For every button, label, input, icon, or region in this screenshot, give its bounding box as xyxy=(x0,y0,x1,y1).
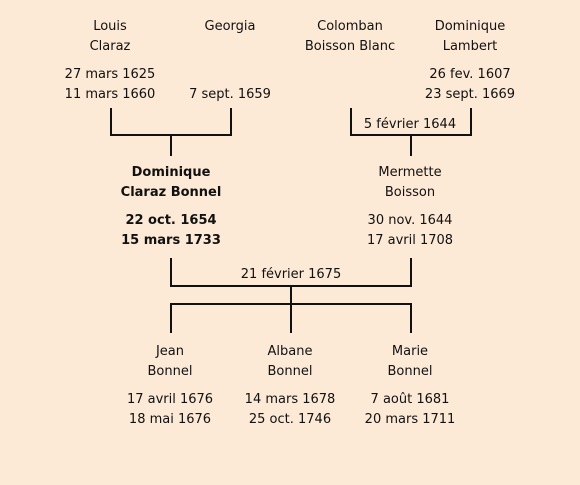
person-birth xyxy=(155,65,305,85)
connector-line xyxy=(290,303,292,333)
connector-line xyxy=(350,108,352,136)
marriage-date: 5 février 1644 xyxy=(363,117,457,132)
person-death: 20 mars 1711 xyxy=(364,412,456,427)
person-last-name: Lambert xyxy=(442,39,498,54)
connector-line xyxy=(170,303,172,333)
person-dates: 7 août 1681 20 mars 1711 xyxy=(335,390,485,430)
connector-line xyxy=(230,108,232,136)
marriage-date: 21 février 1675 xyxy=(240,267,342,282)
person-dates: 14 mars 1678 25 oct. 1746 xyxy=(215,390,365,430)
person-jean-bonnel: Jean Bonnel 17 avril 1676 18 mai 1676 xyxy=(95,342,245,430)
person-birth: 14 mars 1678 xyxy=(244,392,336,407)
person-first-name: Colomban xyxy=(317,19,383,34)
person-birth: 7 août 1681 xyxy=(370,392,450,407)
person-colomban-boisson-blanc: Colomban Boisson Blanc xyxy=(275,17,425,57)
person-death: 7 sept. 1659 xyxy=(189,87,271,102)
person-dates: 30 nov. 1644 17 avril 1708 xyxy=(335,211,485,251)
person-birth: 17 avril 1676 xyxy=(126,392,214,407)
person-marie-bonnel: Marie Bonnel 7 août 1681 20 mars 1711 xyxy=(335,342,485,430)
person-georgia: Georgia 7 sept. 1659 xyxy=(155,17,305,105)
person-dominique-claraz-bonnel: Dominique Claraz Bonnel 22 oct. 1654 15 … xyxy=(96,163,246,251)
person-albane-bonnel: Albane Bonnel 14 mars 1678 25 oct. 1746 xyxy=(215,342,365,430)
person-death: 23 sept. 1669 xyxy=(424,87,516,102)
connector-line xyxy=(410,134,412,156)
person-first-name: Marie xyxy=(391,344,429,359)
person-mermette-boisson: Mermette Boisson 30 nov. 1644 17 avril 1… xyxy=(335,163,485,251)
person-birth: 30 nov. 1644 xyxy=(367,213,453,228)
person-dates: 22 oct. 1654 15 mars 1733 xyxy=(96,211,246,251)
person-dominique-lambert: Dominique Lambert 26 fev. 1607 23 sept. … xyxy=(395,17,545,105)
person-death: 11 mars 1660 xyxy=(64,87,156,102)
person-first-name: Dominique xyxy=(434,19,506,34)
connector-line xyxy=(290,285,292,305)
connector-line xyxy=(170,134,172,156)
person-birth: 22 oct. 1654 xyxy=(125,213,217,228)
person-dates: 17 avril 1676 18 mai 1676 xyxy=(95,390,245,430)
person-last-name: Boisson xyxy=(384,185,436,200)
person-dates: 27 mars 1625 11 mars 1660 xyxy=(35,65,185,105)
person-death: 15 mars 1733 xyxy=(121,233,221,248)
person-last-name: Bonnel xyxy=(267,364,313,379)
person-first-name: Georgia xyxy=(204,19,256,34)
person-first-name: Dominique xyxy=(131,165,211,180)
connector-line xyxy=(470,108,472,136)
person-first-name: Mermette xyxy=(378,165,442,180)
person-last-name: Bonnel xyxy=(147,364,193,379)
person-last-name: Boisson Blanc xyxy=(304,39,396,54)
person-last-name: Claraz xyxy=(89,39,131,54)
person-last-name: Claraz Bonnel xyxy=(120,185,222,200)
person-death: 18 mai 1676 xyxy=(128,412,212,427)
person-last-name: Bonnel xyxy=(387,364,433,379)
connector-line xyxy=(110,108,112,136)
person-first-name: Jean xyxy=(155,344,185,359)
person-first-name: Albane xyxy=(267,344,313,359)
connector-line xyxy=(410,303,412,333)
person-birth: 26 fev. 1607 xyxy=(429,67,511,82)
connector-line xyxy=(170,258,172,287)
person-dates: 26 fev. 1607 23 sept. 1669 xyxy=(395,65,545,105)
connector-line xyxy=(410,258,412,287)
person-birth: 27 mars 1625 xyxy=(64,67,156,82)
person-louis-claraz: Louis Claraz 27 mars 1625 11 mars 1660 xyxy=(35,17,185,105)
person-death: 25 oct. 1746 xyxy=(248,412,332,427)
person-death: 17 avril 1708 xyxy=(366,233,454,248)
person-dates: 7 sept. 1659 xyxy=(155,65,305,105)
person-first-name: Louis xyxy=(93,19,127,34)
